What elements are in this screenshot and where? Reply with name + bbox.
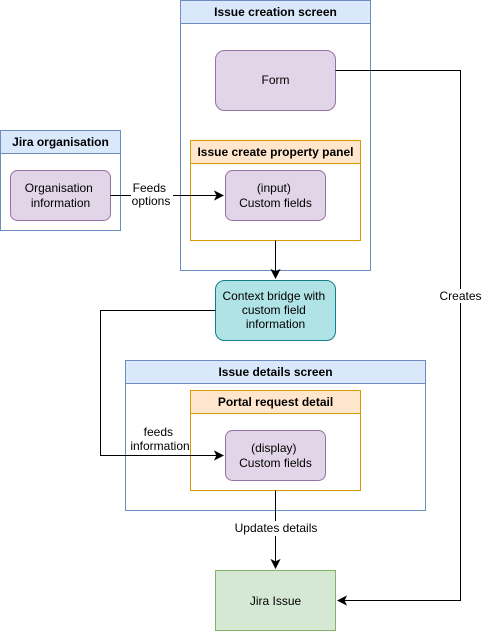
updates-details-label: Updates details	[235, 521, 318, 535]
display-custom-fields-label: (display) Custom fields	[239, 441, 312, 470]
jira-issue-node: Jira Issue	[215, 570, 336, 631]
feeds-options-label: Feeds options	[132, 181, 171, 208]
feeds-information-label: feeds information	[130, 425, 189, 453]
edge-updates-details: Updates details	[235, 490, 318, 569]
form-label: Form	[262, 73, 290, 87]
issue-creation-screen-title: Issue creation screen	[214, 5, 337, 19]
display-custom-fields-node: (display) Custom fields	[225, 430, 326, 481]
organisation-information-label: Organisation information	[25, 181, 96, 210]
input-custom-fields-label: (input) Custom fields	[239, 181, 312, 210]
organisation-information-node: Organisation information	[10, 170, 111, 221]
jira-organisation-title: Jira organisation	[12, 135, 109, 149]
context-bridge-label: Context bridge with custom field informa…	[222, 289, 328, 331]
portal-request-detail-title: Portal request detail	[218, 395, 333, 409]
issue-details-screen-title: Issue details screen	[218, 365, 332, 379]
jira-issue-label: Jira Issue	[250, 594, 302, 608]
edge-feeds-options: Feeds options	[110, 181, 224, 209]
form-node: Form	[215, 50, 336, 111]
context-bridge-node: Context bridge with custom field informa…	[215, 280, 336, 341]
issue-create-property-panel-title: Issue create property panel	[197, 145, 353, 159]
edge-creates: Creates	[335, 70, 482, 601]
input-custom-fields-node: (input) Custom fields	[225, 170, 326, 221]
edge-feeds-information: feeds information	[100, 310, 224, 456]
creates-label: Creates	[439, 289, 481, 303]
